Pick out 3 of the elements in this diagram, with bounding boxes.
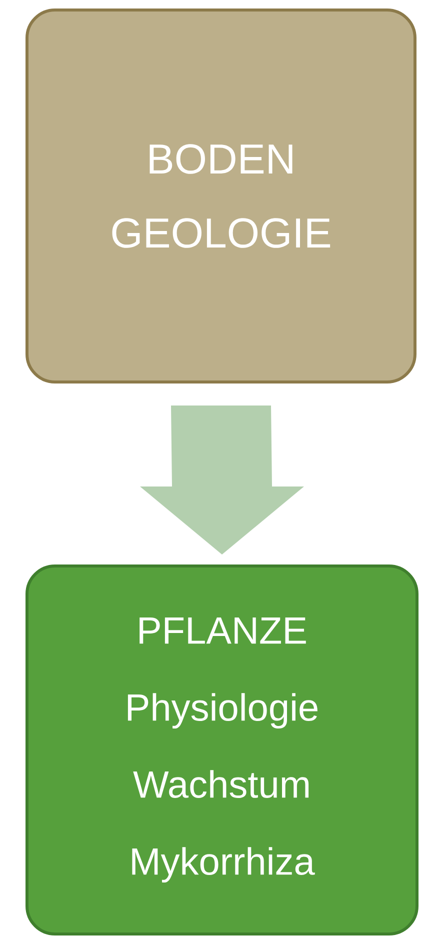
soil-box: BODEN GEOLOGIE (26, 8, 416, 384)
plant-box: PFLANZE Physiologie Wachstum Mykorrhiza (26, 564, 418, 936)
block-arrow (140, 406, 304, 554)
